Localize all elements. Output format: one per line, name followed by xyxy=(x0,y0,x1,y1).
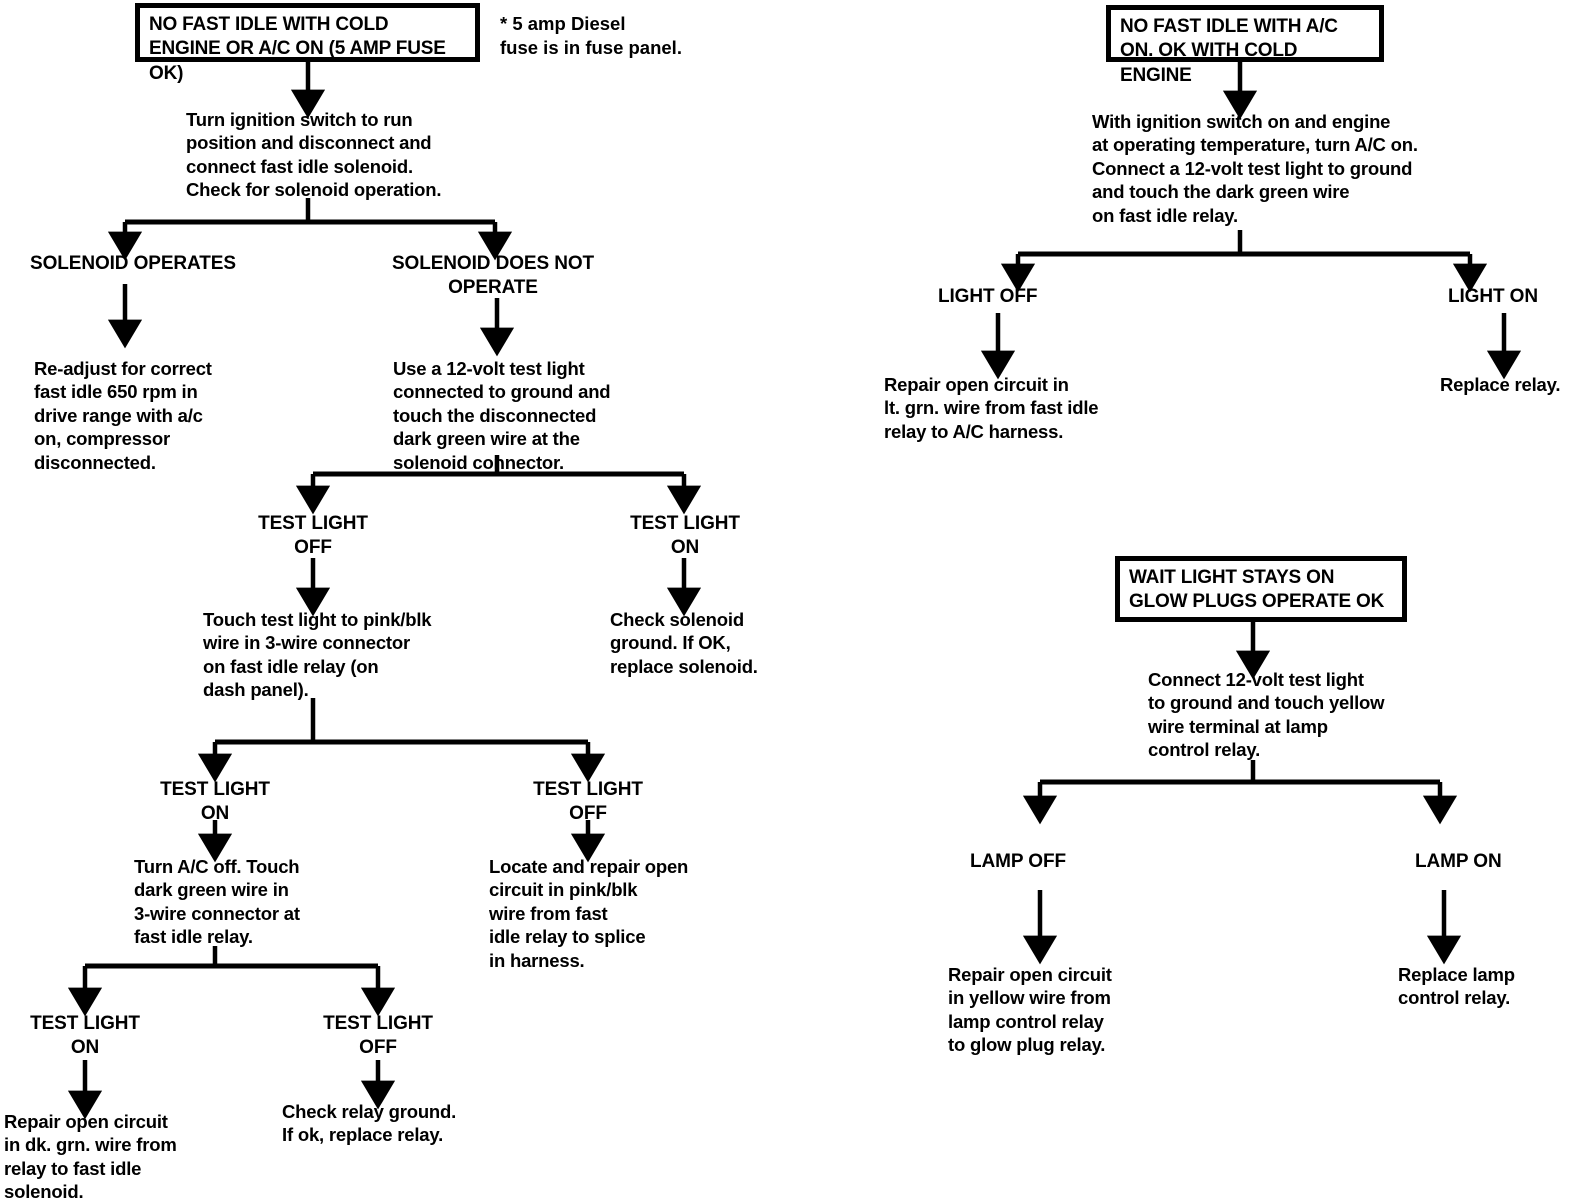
right-bottom-header-box: WAIT LIGHT STAYS ON GLOW PLUGS OPERATE O… xyxy=(1115,556,1407,622)
step-touch-test-light-pinkblk: Touch test light to pink/blk wire in 3-w… xyxy=(203,609,432,701)
cond-light-on: LIGHT ON xyxy=(1448,286,1538,307)
right-top-step-ignition-ac: With ignition switch on and engine at op… xyxy=(1092,111,1418,226)
cond-test-light-off-3: TEST LIGHT OFF xyxy=(323,1013,433,1058)
cond-test-light-on-1: TEST LIGHT ON xyxy=(630,513,740,558)
left-step-turn-ignition: Turn ignition switch to run position and… xyxy=(186,109,442,201)
result-check-solenoid-ground: Check solenoid ground. If OK, replace so… xyxy=(610,609,758,677)
step-use-12volt-test-light: Use a 12-volt test light connected to gr… xyxy=(393,358,611,473)
right-top-header-box: NO FAST IDLE WITH A/C ON. OK WITH COLD E… xyxy=(1106,5,1384,86)
cond-solenoid-operates: SOLENOID OPERATES xyxy=(30,253,236,274)
result-repair-ltgrn-wire: Repair open circuit in lt. grn. wire fro… xyxy=(884,374,1099,442)
result-check-relay-ground: Check relay ground. If ok, replace relay… xyxy=(282,1101,457,1146)
cond-lamp-off: LAMP OFF xyxy=(970,851,1066,872)
fuse-footnote: * 5 amp Diesel fuse is in fuse panel. xyxy=(500,13,682,59)
result-replace-relay: Replace relay. xyxy=(1440,374,1561,395)
cond-test-light-on-2: TEST LIGHT ON xyxy=(160,779,270,824)
cond-test-light-off-2: TEST LIGHT OFF xyxy=(533,779,643,824)
result-repair-dkgrn-wire: Repair open circuit in dk. grn. wire fro… xyxy=(4,1111,177,1202)
cond-lamp-on: LAMP ON xyxy=(1415,851,1502,872)
cond-light-off: LIGHT OFF xyxy=(938,286,1038,307)
result-repair-yellow-wire: Repair open circuit in yellow wire from … xyxy=(948,964,1112,1056)
result-locate-repair-pinkblk: Locate and repair open circuit in pink/b… xyxy=(489,856,689,971)
result-replace-lamp-control-relay: Replace lamp control relay. xyxy=(1398,964,1515,1009)
result-readjust-fast-idle: Re-adjust for correct fast idle 650 rpm … xyxy=(34,358,212,473)
cond-test-light-on-3: TEST LIGHT ON xyxy=(30,1013,140,1058)
step-turn-ac-off-touch-dk-grn: Turn A/C off. Touch dark green wire in 3… xyxy=(134,856,300,948)
cond-solenoid-does-not-operate: SOLENOID DOES NOT OPERATE xyxy=(391,253,595,298)
left-chart-header-box: NO FAST IDLE WITH COLD ENGINE OR A/C ON … xyxy=(135,3,480,84)
right-bottom-step-connect-test-light: Connect 12-volt test light to ground and… xyxy=(1148,669,1385,761)
cond-test-light-off-1: TEST LIGHT OFF xyxy=(258,513,368,558)
